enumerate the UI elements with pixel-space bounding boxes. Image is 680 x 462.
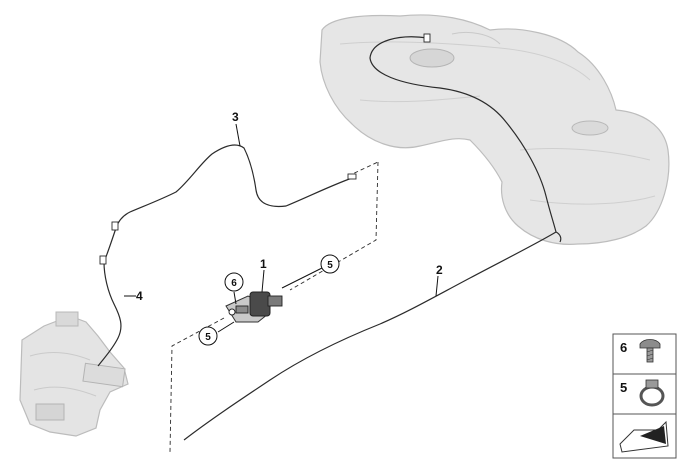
circled-ref-5-bottom: 5 bbox=[198, 326, 218, 346]
valve-part-1 bbox=[225, 291, 283, 323]
circled-ref-6: 6 bbox=[224, 272, 244, 292]
svg-text:6: 6 bbox=[231, 278, 237, 289]
fuel-line-4 bbox=[97, 221, 122, 367]
legend-number-6: 6 bbox=[620, 340, 627, 355]
legend-number-5: 5 bbox=[620, 380, 627, 395]
callout-4: 4 bbox=[136, 289, 143, 303]
assembly-outline bbox=[169, 161, 379, 453]
screw-icon bbox=[639, 339, 661, 363]
callout-2: 2 bbox=[436, 263, 443, 277]
hose-clamp-icon bbox=[639, 379, 665, 407]
fuel-tank bbox=[319, 14, 670, 245]
fuel-line-2 bbox=[183, 33, 562, 441]
callout-3: 3 bbox=[232, 110, 239, 124]
callout-1: 1 bbox=[260, 257, 267, 271]
legend-panel: 6 5 bbox=[612, 333, 677, 459]
svg-text:5: 5 bbox=[205, 332, 211, 343]
carbon-canister bbox=[19, 311, 129, 437]
direction-arrow-icon bbox=[619, 420, 669, 453]
circled-ref-5-top: 5 bbox=[320, 254, 340, 274]
svg-text:5: 5 bbox=[327, 260, 333, 271]
leader-lines bbox=[124, 123, 439, 333]
fuel-line-3 bbox=[115, 144, 357, 229]
